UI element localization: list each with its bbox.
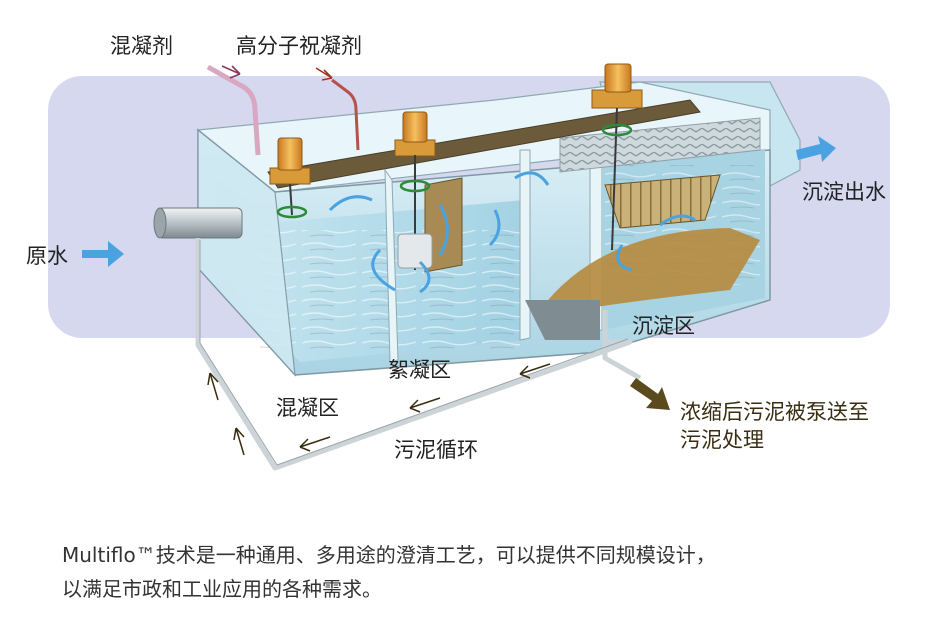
recirculation-arrow-icon: [299, 436, 331, 452]
hopper-base: [525, 300, 600, 340]
flow-arrow-icon: [659, 214, 696, 227]
caption-line-2: 以满足市政和工业应用的各种需求。: [62, 577, 382, 601]
flow-arrow-icon: [418, 260, 431, 294]
coagulant-pipe: [206, 64, 261, 156]
flow-arrow-icon: [488, 209, 501, 247]
sludge-pumped-label-line2: 污泥处理: [680, 428, 764, 452]
flow-arrow-icon: [438, 204, 449, 256]
recirculation-arrow-icon: [207, 372, 219, 401]
inlet-pipe: [153, 207, 243, 239]
polymer-pipe: [331, 78, 360, 151]
recirculation-arrows: [207, 363, 551, 456]
divider-wall-2: [519, 149, 531, 341]
coagulation-zone-label: 混凝区: [276, 396, 339, 420]
inclined-plates: [604, 174, 721, 229]
raw-water-label: 原水: [26, 244, 68, 268]
sludge-hopper: [540, 228, 760, 310]
internal-flow-arrows: [328, 171, 696, 294]
motor-coagulation: [269, 137, 311, 185]
sludge-discharge-arrow-icon: [630, 378, 670, 410]
recirculation-arrow-icon: [233, 427, 245, 456]
sludge-recirculation-label: 污泥循环: [394, 438, 478, 462]
caption-line-1: Multiflo™技术是一种通用、多用途的澄清工艺，可以提供不同规模设计，: [62, 543, 716, 567]
sludge-pumped-label-line1: 浓缩后污泥被泵送至: [680, 400, 869, 424]
settling-zone-label: 沉淀区: [632, 314, 695, 338]
tube-settler: [559, 117, 761, 173]
caption: Multiflo™技术是一种通用、多用途的澄清工艺，可以提供不同规模设计， 以满…: [62, 538, 922, 606]
effluent-label: 沉淀出水: [802, 180, 886, 204]
effluent-arrow-icon: [796, 136, 836, 162]
rotation-icon-1: [276, 205, 308, 219]
divider-wall-1: [384, 168, 399, 363]
flow-arrow-icon: [328, 195, 373, 212]
flow-arrow-icon: [514, 171, 550, 186]
coagulant-label: 混凝剂: [110, 34, 173, 58]
flow-arrow-icon: [371, 248, 396, 292]
coagulant-arrow-icon: [221, 65, 241, 79]
raw-water-arrow-icon: [82, 241, 124, 267]
recirculation-arrow-icon: [519, 363, 551, 379]
flocculation-zone-label: 絮凝区: [388, 358, 451, 382]
sludge-recirculation-pipe-edge: [199, 240, 629, 466]
rotation-icon-3: [601, 123, 633, 137]
polymer-label: 高分子祝凝剂: [236, 34, 362, 58]
polymer-arrow-icon: [315, 67, 333, 81]
scraper-shaft: [611, 107, 618, 251]
draft-tube: [397, 233, 433, 269]
motor-flocculation: [394, 111, 436, 157]
rotation-icon-2: [399, 179, 431, 193]
flow-arrow-icon: [616, 244, 633, 272]
recirculation-arrow-icon: [409, 397, 441, 413]
mixer-shaft-1: [289, 183, 293, 216]
motor-scraper: [591, 63, 643, 109]
